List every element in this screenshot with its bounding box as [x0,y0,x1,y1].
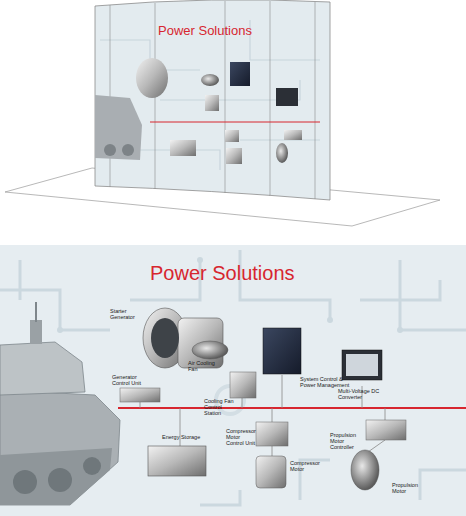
component-label: Propulsion Motor [392,482,426,494]
tank-illustration-part [0,448,112,505]
component-label: Air Cooling Fan [188,360,218,372]
display-wall-part [95,0,330,200]
mini-illustrations-part [284,130,302,140]
mini-illustrations-part [201,74,219,86]
component-label: Propulsion Motor Controller [330,432,366,450]
component-illustrations-part [230,372,256,398]
mini-illustrations-part [95,95,142,160]
tank-illustration-part [30,320,42,344]
mini-illustrations-part [276,88,298,106]
tank-illustration-part [13,470,37,494]
display-wall-part [270,1,271,196]
tank-illustration-part [0,390,120,505]
component-illustrations-part [192,341,228,359]
component-illustrations-part [148,446,206,476]
mini-illustrations-part [122,144,134,156]
component-label: Generator Control Unit [112,374,152,386]
bus-lines-part [282,375,283,408]
tank-illustration-part [83,457,101,475]
mini-illustrations-part [226,148,242,164]
bus-lines [118,375,466,456]
display-wall [95,0,330,200]
circuit-background-part [57,327,63,333]
bus-lines-part [180,408,181,446]
tank-illustration-part [35,302,37,322]
circuit-background-part [397,327,403,333]
component-label: System Control & Power Management [300,376,352,388]
bus-lines-part [385,408,386,420]
tank-illustration [0,302,120,505]
component-label: Multi-Voltage DC Converter [338,388,388,400]
poster-title: Power Solutions [150,262,295,284]
tank-illustration-part [0,342,85,395]
mini-illustrations-part [225,130,239,142]
display-wall-part [110,5,111,187]
bus-lines-part [368,440,385,452]
component-illustrations-part [151,318,179,358]
display-wall-part [150,122,320,123]
component-label: Compressor Motor [290,460,320,472]
component-label: Starter Generator [110,308,144,320]
component-illustrations-part [342,350,382,380]
bus-lines-part [118,407,466,409]
component-illustrations-part [263,328,301,374]
circuit-background-part [327,317,333,323]
display-wall-part [100,20,320,170]
component-label: Energy Storage [162,434,202,440]
mini-illustrations-part [205,95,219,111]
component-label: Compressor Motor Control Unit [226,428,256,446]
mini-illustrations-part [170,140,196,156]
display-wall-part [315,2,316,199]
mini-illustrations-part [136,58,168,98]
component-illustrations-part [366,420,406,440]
mini-illustrations-part [276,143,288,163]
component-illustrations-part [351,450,379,490]
tank-illustration-part [48,468,72,492]
circuit-background-part [0,245,466,516]
mini-illustrations [95,58,302,164]
component-illustrations-part [120,388,160,402]
mini-illustrations-part [230,62,250,86]
circuit-background [0,245,466,516]
component-illustrations-part [256,456,286,488]
component-illustrations-part [346,354,378,376]
mockup-title: Power Solutions [158,24,252,38]
bus-lines-part [242,398,243,408]
circuit-background-part [0,250,466,505]
component-label: Cooling Fan Control Station [204,398,238,416]
mini-illustrations-part [104,144,116,156]
component-illustrations [120,308,406,490]
bus-lines-part [272,408,273,422]
bus-lines-part [272,446,273,456]
component-illustrations-part [256,422,288,446]
